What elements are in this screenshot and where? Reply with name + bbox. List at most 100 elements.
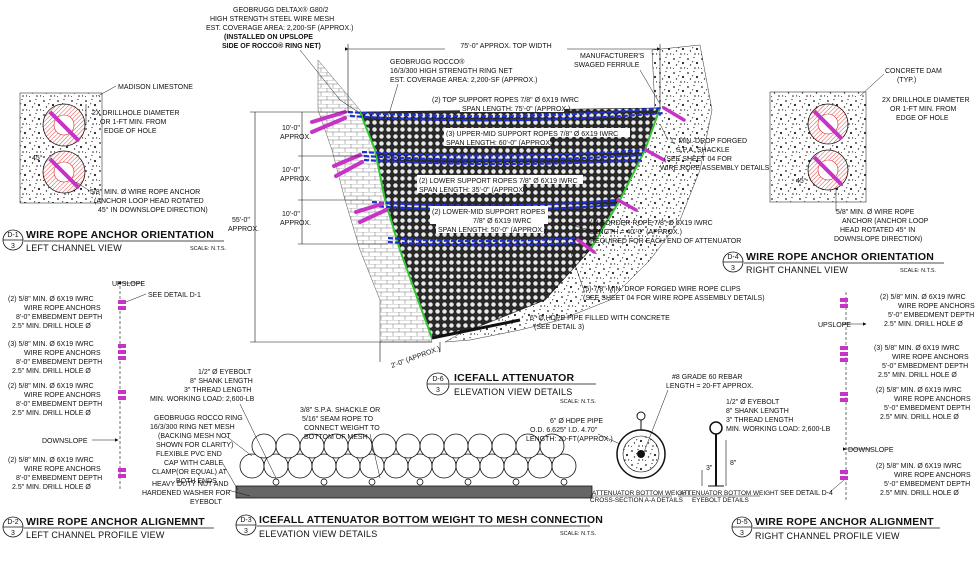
d4-dam-label: CONCRETE DAM (TYP.) [885, 68, 944, 84]
d5-title: WIRE ROPE ANCHOR ALIGNMENT [755, 516, 934, 528]
detail-d6-elevation: 75'-0" APPROX. TOP WIDTH 55'-0" APPROX. … [206, 6, 772, 405]
d3-eyebolt2-label: 1/2" Ø EYEBOLT 8" SHANK LENGTH 3" THREAD… [726, 399, 831, 433]
d3-eyebolt-label: 1/2" Ø EYEBOLT 8" SHANK LENGTH 3" THREAD… [150, 369, 255, 403]
d4-badge-top: D-4 [727, 254, 738, 261]
ferrule-label: MANUFACTURER'S SWAGED FERRULE [574, 53, 646, 69]
d2-downslope: DOWNSLOPE [42, 438, 88, 445]
d1-scale: SCALE: N.T.S. [190, 246, 227, 252]
spacing-1-approx: APPROX. [280, 134, 311, 141]
support-ropes [347, 106, 665, 247]
d2-group-2: (3) 5/8" MIN. Ø 6X19 IWRC WIRE ROPE ANCH… [8, 341, 104, 375]
spacing-3: 10'-0" [282, 211, 300, 218]
spacing-2: 10'-0" [282, 167, 300, 174]
d5-title-block: D-5 3 WIRE ROPE ANCHOR ALIGNMENT RIGHT C… [731, 516, 940, 541]
d3-bottom-pipe [235, 485, 593, 499]
rocco-label: GEOBRUGG ROCCO® 16/3/300 HIGH STRENGTH R… [390, 58, 537, 84]
detail-d2: UPSLOPE SEE DETAIL D-1 DOWNSLOPE (2) 5/8… [2, 281, 214, 540]
d1-title-block: D-1 3 WIRE ROPE ANCHOR ORIENTATION LEFT … [2, 229, 227, 253]
d3-shackle-label: 3/8" S.P.A. SHACKLE OR 5/16" SEAM ROPE T… [300, 407, 382, 441]
d5-group-2: (3) 5/8" MIN. Ø 6X19 IWRC WIRE ROPE ANCH… [874, 345, 971, 379]
d2-see-detail: SEE DETAIL D-1 [148, 292, 201, 299]
upper-span-label: SPAN LENGTH: 60'-0" (APPROX.) [446, 140, 554, 147]
d1-badge-bottom: 3 [11, 243, 15, 250]
d4-badge-bottom: 3 [731, 265, 735, 272]
d6-title-block: D-6 3 ICEFALL ATTENUATOR ELEVATION VIEW … [426, 372, 597, 405]
bottom-dim: 2'-0" (APPROX.) [390, 346, 441, 370]
d3-dim-8: 8" [730, 460, 737, 467]
d2-anchor-marks [118, 300, 126, 478]
clips-label: (5) 7/8" MIN. DROP FORGED WIRE ROPE CLIP… [583, 286, 765, 302]
lower-ropes-label: (2) LOWER SUPPORT ROPES 7/8" Ø 6X19 IWRC [419, 178, 578, 185]
d3-title-block: D-3 3 ICEFALL ATTENUATOR BOTTOM WEIGHT T… [235, 514, 603, 539]
spacing-2-approx: APPROX. [280, 176, 311, 183]
deltax-label: GEOBRUGG DELTAX® G80/2 HIGH STRENGTH STE… [206, 6, 353, 32]
d5-badge-top: D-5 [736, 519, 747, 526]
d2-group-4: (2) 5/8" MIN. Ø 6X19 IWRC WIRE ROPE ANCH… [8, 457, 104, 491]
d3-section-caption: ATTENUATOR BOTTOM WEIGHT CROSS-SECTION A… [590, 490, 692, 504]
d4-subtitle: RIGHT CHANNEL VIEW [746, 265, 848, 275]
d3-ring-net [239, 433, 577, 479]
d3-badge-top: D-3 [240, 517, 251, 524]
d2-title: WIRE ROPE ANCHOR ALIGNEMNT [26, 516, 205, 528]
d4-drillhole-bottom [807, 149, 849, 191]
d4-drill-label: 2X DRILLHOLE DIAMETER OR 1-FT MIN. FROM … [882, 97, 971, 122]
d3-title: ICEFALL ATTENUATOR BOTTOM WEIGHT TO MESH… [259, 514, 603, 526]
upper-mid-label: (3) UPPER-MID SUPPORT ROPES 7/8" Ø 6X19 … [446, 131, 618, 138]
d2-title-block: D-2 3 WIRE ROPE ANCHOR ALIGNEMNT LEFT CH… [2, 516, 214, 540]
d2-upslope: UPSLOPE [112, 281, 145, 288]
d3-eyebolts [272, 478, 568, 486]
d3-ring-label: GEOBRUGG ROCCO RING 16/3/300 RING NET ME… [150, 415, 245, 449]
d6-scale: SCALE: N.T.S. [560, 399, 597, 405]
lower-mid-label: (2) LOWER-MID SUPPORT ROPES 7/8" Ø 6X19 … [432, 209, 547, 225]
d6-badge-bottom: 3 [436, 387, 440, 394]
pipe-label: 6" Ø HDPE PIPE FILLED WITH CONCRETE (SEE… [530, 315, 672, 331]
lower-mid-span-label: SPAN LENGTH: 50'-0" (APPROX.) [438, 227, 546, 234]
lower-span-label: SPAN LENGTH: 35'-0" (APPROX.) [419, 187, 527, 194]
deltax-label-bold: (INSTALLED ON UPSLOPE SIDE OF ROCCO® RIN… [222, 34, 321, 50]
d1-anchor-label: 5/8" MIN. Ø WIRE ROPE ANCHOR (ANCHOR LOO… [90, 189, 208, 214]
d5-upslope: UPSLOPE [818, 322, 851, 329]
d3-eyebolt-detail [701, 421, 727, 487]
d3-hdpe-label: 6" Ø HDPE PIPE O.D. 6.625" I.D. 4.70" LE… [526, 418, 613, 443]
top-ropes-label: (2) TOP SUPPORT ROPES 7/8" Ø 6X19 IWRC [432, 97, 579, 104]
d4-title-block: D-4 3 WIRE ROPE ANCHOR ORIENTATION RIGHT… [722, 251, 944, 275]
d5-subtitle: RIGHT CHANNEL PROFILE VIEW [755, 531, 900, 541]
d1-rock-label: MADISON LIMESTONE [118, 84, 193, 91]
border-rope-label: (1) BORDER ROPE 7/8" Ø 6X19 IWRC LENGTH … [590, 220, 741, 245]
d6-badge-top: D-6 [432, 376, 443, 383]
d5-badge-bottom: 3 [740, 530, 744, 537]
d3-scale: SCALE: N.T.S. [560, 531, 597, 537]
d4-title: WIRE ROPE ANCHOR ORIENTATION [746, 251, 934, 263]
d1-title: WIRE ROPE ANCHOR ORIENTATION [26, 229, 214, 241]
d4-anchor-label: 5/8" MIN. Ø WIRE ROPE ANCHOR (ANCHOR LOO… [834, 209, 930, 243]
d3-dim-3: 3" [706, 465, 713, 472]
net-right-edge [589, 107, 661, 251]
d5-group-4: (2) 5/8" MIN. Ø 6X19 IWRC WIRE ROPE ANCH… [876, 463, 973, 497]
top-span-label: SPAN LENGTH: 75'-0" (APPROX.) [462, 106, 570, 113]
spacing-1: 10'-0" [282, 125, 300, 132]
height-dim-2: APPROX. [228, 226, 259, 233]
d6-subtitle: ELEVATION VIEW DETAILS [454, 387, 572, 397]
d3-nut-label: HEAVY DUTY NUT AND HARDENED WASHER FOR E… [142, 481, 232, 506]
d2-group-1: (2) 5/8" MIN. Ø 6X19 IWRC WIRE ROPE ANCH… [8, 296, 104, 330]
d2-subtitle: LEFT CHANNEL PROFILE VIEW [26, 530, 165, 540]
d1-drill-label: 2X DRILLHOLE DIAMETER OR 1-FT MIN. FROM … [92, 110, 181, 135]
d5-see-detail: SEE DETAIL D-4 [780, 490, 833, 497]
d3-rebar-label: #8 GRADE 60 REBAR LENGTH = 20-FT APPROX. [666, 374, 754, 390]
d4-drillhole-top [807, 103, 849, 145]
top-width-dim: 75'-0" APPROX. TOP WIDTH [460, 43, 551, 50]
d2-group-3: (2) 5/8" MIN. Ø 6X19 IWRC WIRE ROPE ANCH… [8, 383, 104, 417]
d2-badge-top: D-2 [7, 519, 18, 526]
d5-anchor-marks [840, 298, 848, 480]
hdpe-bottom-pipe [431, 318, 521, 340]
spacing-3-approx: APPROX. [280, 220, 311, 227]
detail-d3: 1/2" Ø EYEBOLT 8" SHANK LENGTH 3" THREAD… [142, 369, 831, 539]
d3-badge-bottom: 3 [244, 528, 248, 535]
detail-d4: CONCRETE DAM (TYP.) 2X DRILLHOLE DIAMETE… [722, 68, 971, 275]
detail-d5: UPSLOPE DOWNSLOPE SEE DETAIL D-4 (2) 5/8… [731, 292, 977, 541]
right-anchors [576, 106, 686, 254]
d5-group-1: (2) 5/8" MIN. Ø 6X19 IWRC WIRE ROPE ANCH… [880, 294, 977, 328]
d3-subtitle: ELEVATION VIEW DETAILS [259, 529, 377, 539]
d2-badge-bottom: 3 [11, 530, 15, 537]
